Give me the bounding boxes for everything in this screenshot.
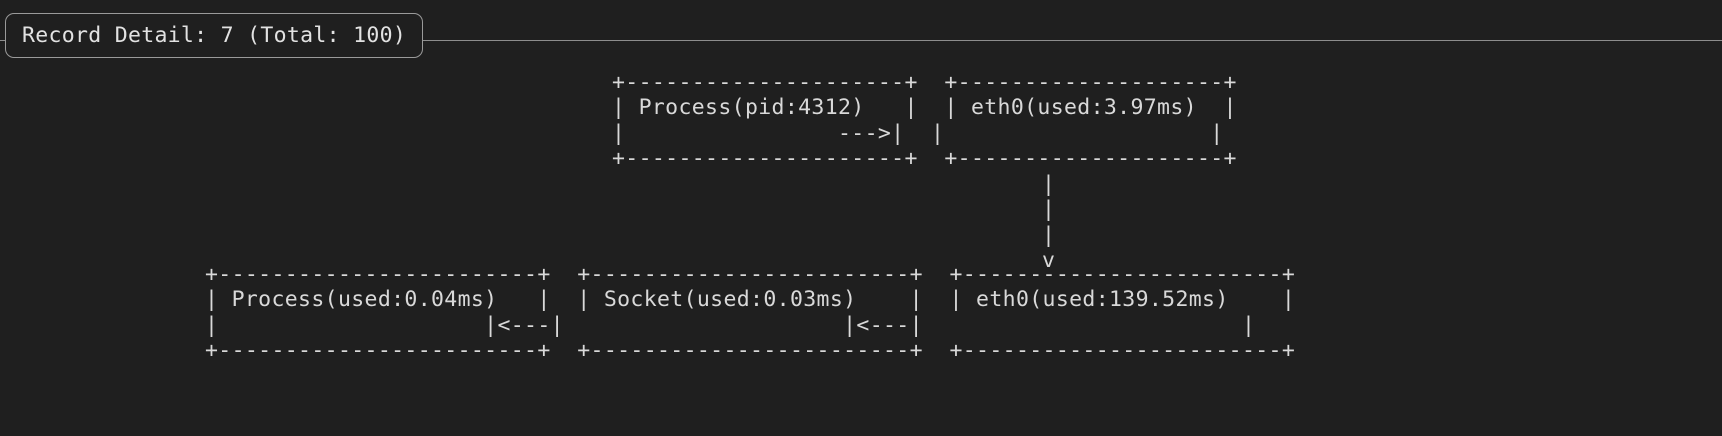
diagram-row-bottom: +------------------------+ +------------… (205, 262, 1296, 364)
diagram-vertical-arrow: | | | v (1042, 172, 1056, 274)
ascii-flow-diagram: +---------------------+ +---------------… (0, 62, 1722, 436)
page-title: Record Detail: 7 (Total: 100) (22, 22, 407, 48)
record-detail-title-box[interactable]: Record Detail: 7 (Total: 100) (5, 13, 424, 58)
diagram-row-top: +---------------------+ +---------------… (612, 70, 1237, 172)
header-divider (0, 40, 1722, 41)
